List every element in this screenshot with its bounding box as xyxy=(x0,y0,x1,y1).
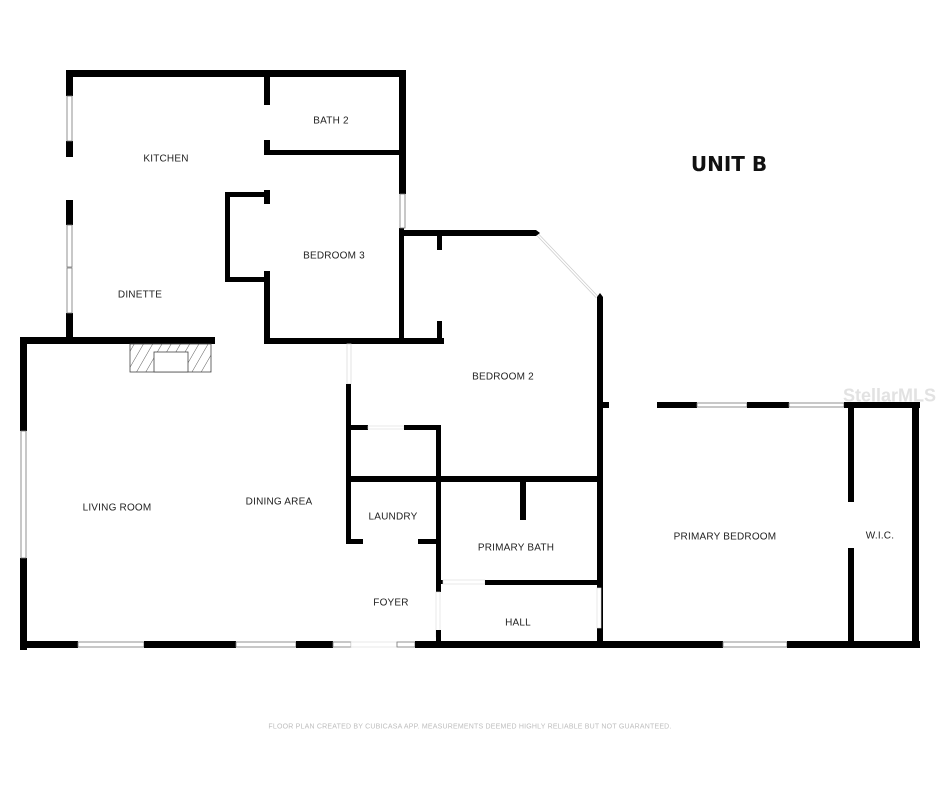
room-label-dining-area: DINING AREA xyxy=(245,496,313,508)
room-label-bedroom2: BEDROOM 2 xyxy=(472,371,534,383)
watermark: StellarMLS xyxy=(842,385,936,406)
walls-north-block xyxy=(66,70,444,344)
room-label-living-room: LIVING ROOM xyxy=(82,502,152,514)
room-label-primary-bedroom: PRIMARY BEDROOM xyxy=(673,531,777,543)
walls-core xyxy=(346,343,602,644)
room-label-foyer: FOYER xyxy=(373,597,409,609)
walls-primary-suite xyxy=(657,402,920,648)
footer-disclaimer: FLOOR PLAN CREATED BY CUBICASA APP. MEAS… xyxy=(268,723,672,731)
fireplace-icon xyxy=(129,343,212,373)
walls-living xyxy=(20,337,920,650)
room-label-dinette: DINETTE xyxy=(117,289,163,301)
room-label-bath2: BATH 2 xyxy=(313,115,349,127)
room-label-bedroom3: BEDROOM 3 xyxy=(303,250,365,262)
kitchen-windows xyxy=(66,95,406,314)
room-label-laundry: LAUNDRY xyxy=(368,511,418,523)
walls-bedroom2 xyxy=(400,230,609,642)
room-label-wic: W.I.C. xyxy=(865,530,895,542)
room-label-kitchen: KITCHEN xyxy=(143,153,189,165)
room-label-primary-bath: PRIMARY BATH xyxy=(477,542,555,554)
room-label-hall: HALL xyxy=(505,617,531,629)
unit-title: UNIT B xyxy=(690,152,768,176)
